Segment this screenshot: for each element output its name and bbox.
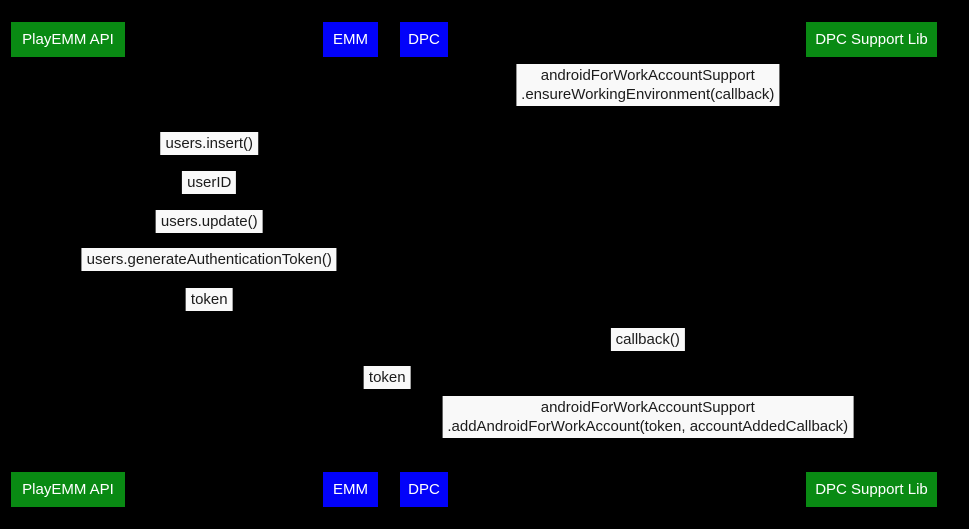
actor-playemm-api-bottom: PlayEMM API [11,472,125,507]
message-line: callback() [615,331,680,348]
message-label: androidForWorkAccountSupport .addAndroidF… [442,396,854,438]
message-line: androidForWorkAccountSupport [540,67,755,84]
actor-emm-bottom: EMM [323,472,378,507]
actor-playemm-api-top: PlayEMM API [11,22,125,57]
actor-dpc-support-lib-top: DPC Support Lib [806,22,937,57]
actor-dpc-top: DPC [400,22,448,57]
message-label: token [363,366,411,389]
message-label: users.insert() [160,132,259,155]
message-line: token [368,369,406,386]
message-line: .ensureWorkingEnvironment(callback) [521,86,775,103]
message-line: androidForWorkAccountSupport [540,399,755,416]
message-line: userID [187,174,232,191]
message-label: users.generateAuthenticationToken() [81,248,337,271]
message-line: .addAndroidForWorkAccount(token, account… [447,418,849,435]
message-label: token [185,288,233,311]
message-line: users.update() [160,213,258,230]
actor-emm-top: EMM [323,22,378,57]
message-label: callback() [610,328,685,351]
message-label: androidForWorkAccountSupport .ensureWorki… [516,64,780,106]
message-line: token [190,291,228,308]
actor-dpc-support-lib-bottom: DPC Support Lib [806,472,937,507]
message-label: userID [182,171,237,194]
message-label: users.update() [155,210,263,233]
actor-dpc-bottom: DPC [400,472,448,507]
message-line: users.insert() [165,135,254,152]
message-line: users.generateAuthenticationToken() [86,251,332,268]
